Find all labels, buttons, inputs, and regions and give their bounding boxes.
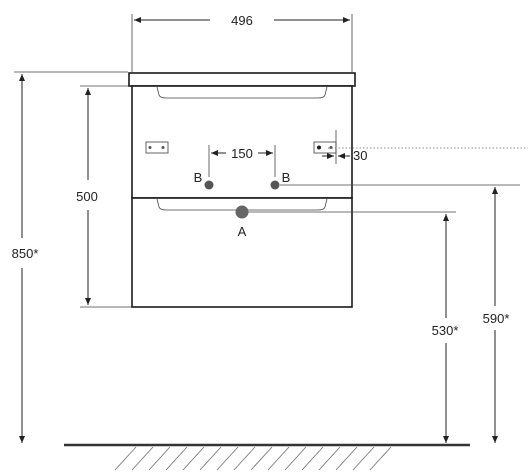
connection-point-b-right (270, 180, 280, 190)
offset-dimension: 30 (322, 130, 528, 164)
connection-point-b-left (204, 180, 214, 190)
cabinet-height-dimension: 500 (76, 85, 132, 308)
floor (64, 443, 470, 471)
left-bracket (145, 141, 169, 154)
total-height-dimension: 850* (12, 71, 128, 443)
countertop (128, 72, 356, 87)
b-spacing-label: 150 (231, 146, 253, 161)
a-height-dimension: 530* (432, 214, 459, 443)
offset-label: 30 (353, 148, 367, 163)
total-height-label: 850* (12, 246, 39, 261)
cabinet-height-label: 500 (76, 189, 98, 204)
connection-point-a (235, 205, 249, 219)
marker-b-left: B (194, 170, 203, 185)
cabinet (128, 72, 356, 308)
width-label: 496 (231, 13, 253, 28)
b-height-dimension: 590* (483, 187, 510, 443)
b-spacing-dimension: 150 (208, 145, 276, 177)
upper-handle (156, 86, 328, 99)
marker-a: A (238, 224, 247, 239)
right-bracket (313, 141, 337, 154)
width-dimension: 496 (131, 13, 353, 72)
a-height-label: 530* (432, 323, 459, 338)
marker-b-right: B (282, 170, 291, 185)
b-height-label: 590* (483, 311, 510, 326)
